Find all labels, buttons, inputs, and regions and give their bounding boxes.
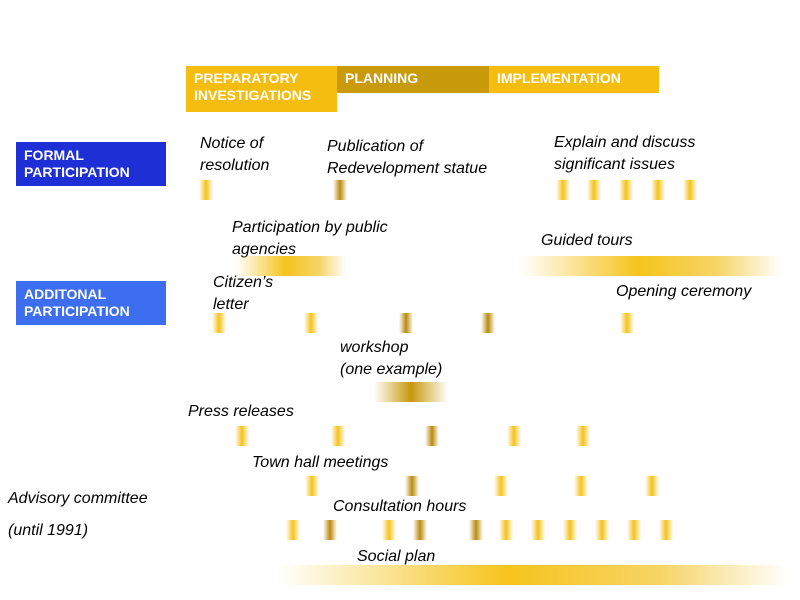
label-citizens-letter: Citizen’s letter <box>213 274 274 313</box>
marker-consult-3 <box>382 520 396 540</box>
marker-consult-4 <box>413 520 427 540</box>
marker-consult-7 <box>531 520 545 540</box>
marker-explain-5 <box>683 180 697 200</box>
marker-consult-8 <box>563 520 577 540</box>
marker-citizens-letter-3 <box>399 313 413 333</box>
marker-citizens-letter-4 <box>481 313 495 333</box>
marker-press-2 <box>331 426 345 446</box>
marker-consult-9 <box>595 520 609 540</box>
label-social-plan: Social plan <box>357 548 436 565</box>
marker-townhall-2 <box>405 476 419 496</box>
marker-explain-4 <box>651 180 665 200</box>
additional-participation-box: ADDITONAL PARTICIPATION <box>16 281 166 325</box>
phase-implementation: IMPLEMENTATION <box>489 66 659 93</box>
marker-citizens-letter-2 <box>304 313 318 333</box>
phase-preparatory-investigations: PREPARATORY INVESTIGATIONS <box>186 66 337 112</box>
label-participation-public-agencies: Participation by public agencies <box>232 219 388 258</box>
label-advisory-committee: Advisory committee <box>8 490 148 507</box>
label-guided-tours: Guided tours <box>541 232 633 249</box>
marker-townhall-3 <box>494 476 508 496</box>
label-notice-of-resolution: Notice of resolution <box>200 135 270 174</box>
marker-notice <box>199 180 213 200</box>
marker-consult-2 <box>323 520 337 540</box>
label-explain-discuss-issues: Explain and discuss significant issues <box>554 134 696 173</box>
phase-planning: PLANNING <box>337 66 489 93</box>
marker-press-4 <box>507 426 521 446</box>
marker-opening-ceremony <box>620 313 634 333</box>
marker-consult-10 <box>627 520 641 540</box>
marker-citizens-letter-1 <box>212 313 226 333</box>
marker-publication <box>333 180 347 200</box>
marker-townhall-5 <box>645 476 659 496</box>
label-workshop: workshop (one example) <box>340 339 443 378</box>
label-publication-redevelopment-statue: Publication of Redevelopment statue <box>327 138 488 177</box>
marker-explain-2 <box>587 180 601 200</box>
bar-public-agencies <box>236 256 346 276</box>
marker-consult-11 <box>659 520 673 540</box>
marker-consult-6 <box>499 520 513 540</box>
label-opening-ceremony: Opening ceremony <box>616 283 752 300</box>
marker-consult-1 <box>286 520 300 540</box>
marker-consult-5 <box>469 520 483 540</box>
marker-press-5 <box>576 426 590 446</box>
marker-townhall-1 <box>305 476 319 496</box>
label-advisory-until: (until 1991) <box>8 522 89 539</box>
marker-press-1 <box>235 426 249 446</box>
marker-explain-1 <box>556 180 570 200</box>
label-town-hall-meetings: Town hall meetings <box>252 454 389 471</box>
marker-press-3 <box>425 426 439 446</box>
bar-workshop <box>374 382 448 402</box>
bar-guided-tours <box>520 256 782 276</box>
label-press-releases: Press releases <box>188 403 294 420</box>
bar-social-plan <box>278 565 788 585</box>
formal-participation-box: FORMAL PARTICIPATION <box>16 142 166 186</box>
marker-townhall-4 <box>574 476 588 496</box>
label-consultation-hours: Consultation hours <box>333 498 467 515</box>
marker-explain-3 <box>619 180 633 200</box>
